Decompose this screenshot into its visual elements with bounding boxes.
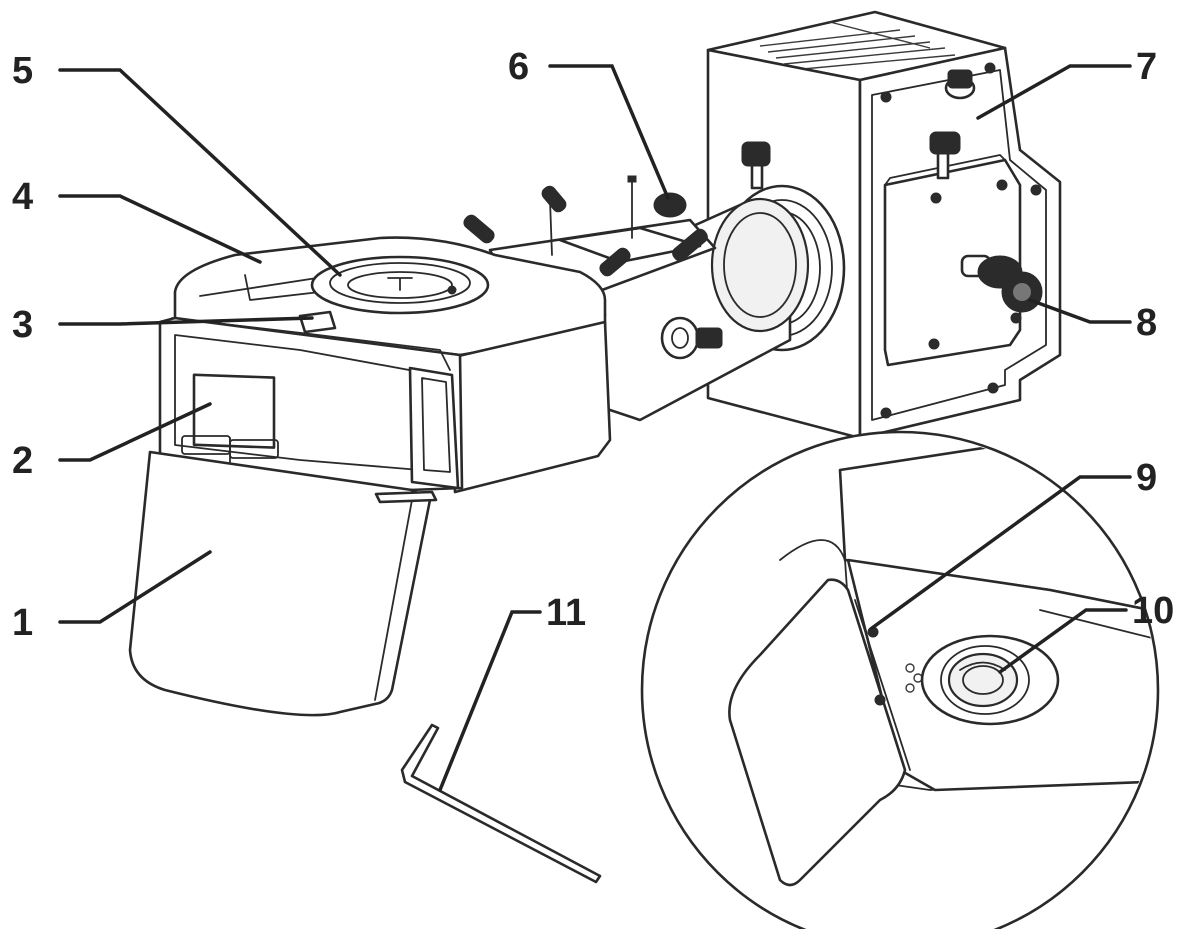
- hex-key: [400, 723, 602, 884]
- callout-4: 4: [12, 176, 33, 218]
- callout-3: 3: [12, 304, 33, 346]
- callout-11: 11: [546, 592, 586, 634]
- shield-plate: [128, 450, 438, 717]
- callout-6: 6: [508, 46, 529, 88]
- callout-8: 8: [1136, 302, 1157, 344]
- callout-1: 1: [12, 602, 33, 644]
- callout-labels: 1 2 3 4 5 6 7 8 9 10 11: [12, 46, 1174, 644]
- callout-2: 2: [12, 440, 33, 482]
- callout-10: 10: [1132, 590, 1174, 632]
- callout-5: 5: [12, 50, 33, 92]
- callout-7: 7: [1136, 46, 1157, 88]
- collector-flange: [593, 141, 846, 422]
- leader-lines: [58, 64, 1132, 792]
- main-body: [158, 236, 612, 494]
- callout-9: 9: [1136, 457, 1157, 499]
- detail-inset: [640, 430, 1160, 929]
